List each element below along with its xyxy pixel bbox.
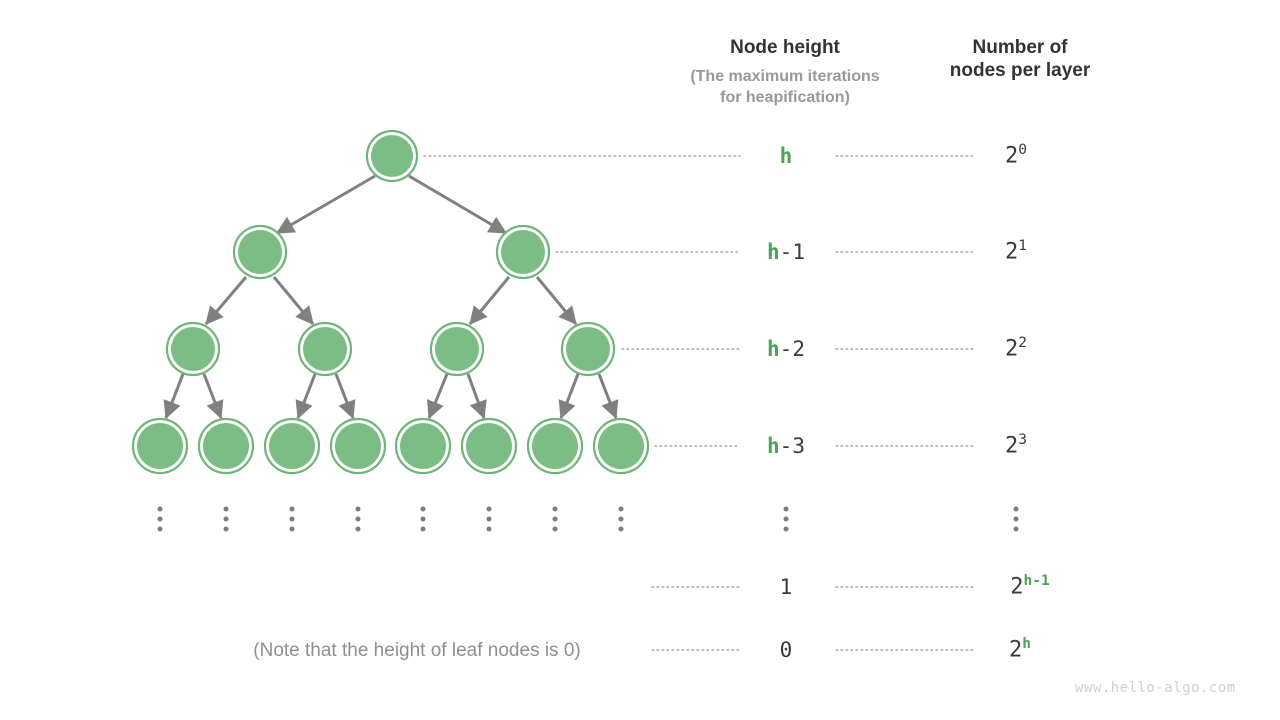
nodes-per-layer-title-line1: Number of: [972, 37, 1068, 58]
ellipsis-leaf-3: [289, 506, 295, 532]
count-base: 2: [1005, 433, 1019, 459]
tree-node: [495, 224, 551, 280]
ellipsis-leaf-4: [355, 506, 361, 532]
tree-node: [232, 224, 288, 280]
column-header-node-height: Node height (The maximum iterations for …: [664, 36, 906, 109]
node-height-subtitle-line2: for heapification): [720, 88, 850, 106]
nodes-per-layer-title-line2: nodes per layer: [949, 60, 1091, 82]
tree-node: [526, 417, 584, 475]
count-base: 2: [1005, 239, 1019, 265]
tree-node: [263, 417, 321, 475]
height-label-prefix: h: [779, 144, 793, 168]
count-base: 2: [1005, 143, 1019, 169]
count-base: 2: [1009, 637, 1023, 663]
node-height-subtitle: (The maximum iterations for heapificatio…: [664, 67, 906, 109]
height-label-row-5: 0: [780, 638, 793, 662]
count-base: 2: [1010, 574, 1024, 600]
node-count-row-4: 2h-1: [1010, 573, 1050, 600]
tree-node: [394, 417, 452, 475]
leaf-height-note: (Note that the height of leaf nodes is 0…: [253, 640, 581, 661]
height-label-prefix: h: [767, 337, 780, 361]
count-base: 2: [1005, 336, 1019, 362]
ellipsis-leaf-6: [486, 506, 492, 532]
height-label-suffix: 1: [779, 575, 793, 599]
tree-node: [165, 321, 221, 377]
height-label-row-4: 1: [780, 575, 793, 599]
tree-edges: [163, 174, 619, 420]
node-height-title: Node height: [730, 37, 840, 58]
height-label-row-2: h-2: [767, 337, 805, 361]
count-exponent: 2: [1018, 335, 1027, 352]
ellipsis-leaf-7: [552, 506, 558, 532]
count-exponent: 1: [1018, 238, 1027, 255]
node-count-row-0: 20: [1005, 142, 1027, 169]
height-label-row-0: h: [780, 144, 793, 168]
count-exponent: 3: [1018, 432, 1027, 449]
tree-node: [560, 321, 616, 377]
ellipsis-leaf-2: [223, 506, 229, 532]
tree-nodes: [131, 129, 650, 475]
tree-node: [365, 129, 419, 183]
node-count-row-3: 23: [1005, 432, 1027, 459]
height-label-suffix: -1: [779, 240, 805, 264]
height-label-row-3: h-3: [767, 434, 805, 458]
tree-node: [297, 321, 353, 377]
ellipsis-height-column: [783, 506, 789, 532]
tree-node: [131, 417, 189, 475]
height-label-row-1: h-1: [767, 240, 805, 264]
ellipsis-leaf-8: [618, 506, 624, 532]
tree-node: [429, 321, 485, 377]
node-count-row-2: 22: [1005, 335, 1027, 362]
ellipsis-leaf-1: [157, 506, 163, 532]
leader-lines: [423, 155, 976, 651]
tree-node: [197, 417, 255, 475]
count-exponent: 0: [1018, 142, 1027, 159]
watermark: www.hello-algo.com: [1075, 680, 1236, 696]
height-label-prefix: h: [767, 240, 780, 264]
node-count-row-1: 21: [1005, 238, 1027, 265]
node-height-subtitle-line1: (The maximum iterations: [690, 68, 880, 86]
tree-node: [592, 417, 650, 475]
count-exponent: h-1: [1023, 573, 1050, 590]
height-label-suffix: 0: [779, 638, 793, 662]
tree-node: [329, 417, 387, 475]
node-count-row-5: 2h: [1009, 636, 1031, 663]
column-header-nodes-per-layer: Number of nodes per layer: [900, 36, 1140, 82]
ellipsis-count-column: [1013, 506, 1019, 532]
height-label-prefix: h: [767, 434, 780, 458]
ellipsis-leaf-5: [420, 506, 426, 532]
height-label-suffix: -2: [779, 337, 805, 361]
height-label-suffix: -3: [779, 434, 805, 458]
tree-node: [460, 417, 518, 475]
count-exponent: h: [1022, 636, 1031, 653]
